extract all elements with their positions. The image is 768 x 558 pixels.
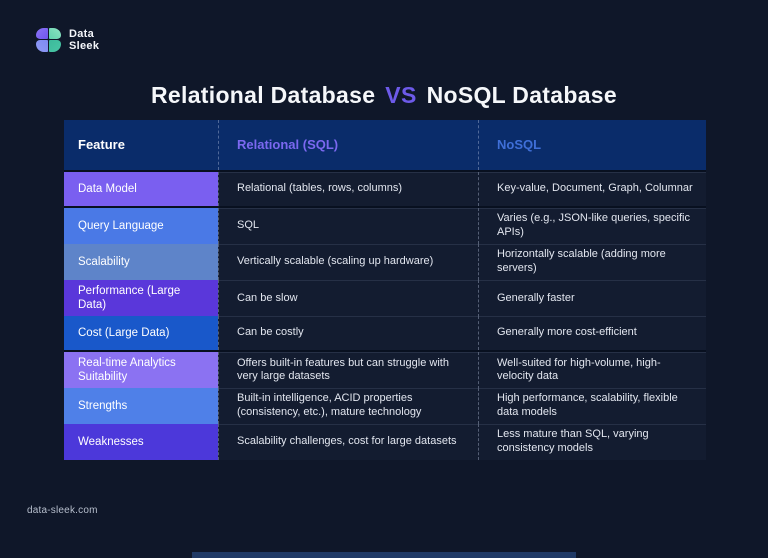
table-header-row: Feature Relational (SQL) NoSQL (64, 120, 706, 170)
logo-word-sleek: Sleek (69, 40, 100, 52)
table-row-cost: Cost (Large Data) Can be costly Generall… (64, 314, 706, 350)
logo-word-data: Data (69, 28, 95, 40)
nosql-value: High performance, scalability, flexible … (478, 388, 706, 424)
logo-wordmark: Data Sleek (69, 28, 99, 52)
page-title: Relational Database VS NoSQL Database (0, 82, 768, 109)
logo-petal-bottom-left (36, 40, 48, 52)
nosql-value: Generally more cost-efficient (478, 316, 706, 350)
title-right: NoSQL Database (426, 82, 617, 108)
title-left: Relational Database (151, 82, 376, 108)
nosql-value: Varies (e.g., JSON-like queries, specifi… (478, 208, 706, 244)
feature-label: Query Language (64, 208, 218, 244)
butterfly-logo-icon (36, 28, 61, 52)
table-row-data-model: Data Model Relational (tables, rows, col… (64, 170, 706, 206)
feature-label: Strengths (64, 388, 218, 424)
relational-value: Scalability challenges, cost for large d… (218, 424, 478, 460)
nosql-value: Well-suited for high-volume, high-veloci… (478, 352, 706, 389)
feature-label: Cost (Large Data) (64, 316, 218, 350)
feature-label: Real-time Analytics Suitability (64, 352, 218, 389)
bottom-accent-bar (192, 552, 576, 558)
header-feature: Feature (78, 136, 125, 152)
table-row-query-language: Query Language SQL Varies (e.g., JSON-li… (64, 206, 706, 244)
table-row-realtime-analytics: Real-time Analytics Suitability Offers b… (64, 350, 706, 389)
table-row-scalability: Scalability Vertically scalable (scaling… (64, 242, 706, 280)
logo-petal-top-left (36, 28, 48, 39)
feature-label: Weaknesses (64, 424, 218, 460)
relational-value: Vertically scalable (scaling up hardware… (218, 244, 478, 280)
relational-value: Relational (tables, rows, columns) (218, 172, 478, 206)
footer-website-url: data-sleek.com (27, 505, 98, 516)
header-nosql: NoSQL (478, 120, 706, 170)
table-row-strengths: Strengths Built-in intelligence, ACID pr… (64, 386, 706, 424)
comparison-table: Feature Relational (SQL) NoSQL Data Mode… (64, 120, 706, 460)
relational-value: SQL (218, 208, 478, 244)
feature-label: Scalability (64, 244, 218, 280)
feature-label: Data Model (64, 172, 218, 206)
relational-value: Can be slow (218, 280, 478, 317)
data-sleek-logo: Data Sleek (36, 28, 99, 52)
relational-value: Offers built-in features but can struggl… (218, 352, 478, 389)
relational-value: Built-in intelligence, ACID properties (… (218, 388, 478, 424)
table-row-weaknesses: Weaknesses Scalability challenges, cost … (64, 422, 706, 460)
feature-label: Performance (Large Data) (64, 280, 218, 317)
nosql-value: Generally faster (478, 280, 706, 317)
table-row-performance: Performance (Large Data) Can be slow Gen… (64, 278, 706, 317)
header-relational-sql: Relational (SQL) (218, 120, 478, 170)
vs-label: VS (385, 82, 417, 108)
nosql-value: Horizontally scalable (adding more serve… (478, 244, 706, 280)
logo-petal-bottom-right (49, 40, 61, 52)
relational-value: Can be costly (218, 316, 478, 350)
logo-petal-top-right (49, 28, 61, 39)
nosql-value: Less mature than SQL, varying consistenc… (478, 424, 706, 460)
nosql-value: Key-value, Document, Graph, Columnar (478, 172, 706, 206)
